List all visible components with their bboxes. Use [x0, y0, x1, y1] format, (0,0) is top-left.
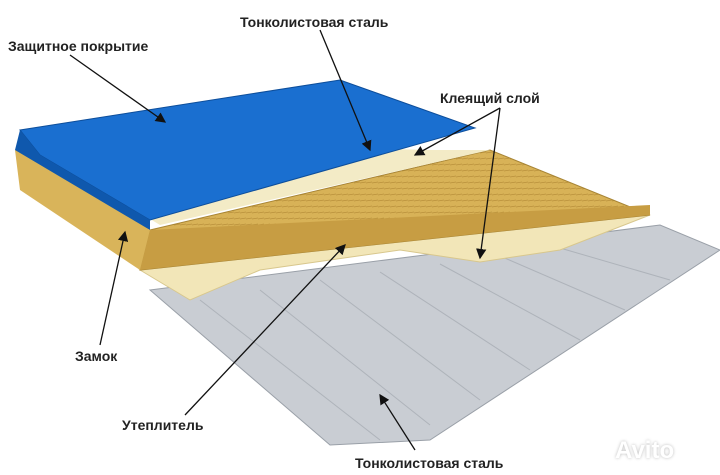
protective-coating [19, 79, 477, 221]
label-insulation: Утеплитель [122, 417, 204, 433]
avito-watermark: Avito [615, 437, 675, 464]
label-thin-steel-top: Тонколистовая сталь [240, 14, 389, 30]
label-adhesive-layer: Клеящий слой [440, 90, 540, 106]
label-protective-coating: Защитное покрытие [8, 38, 149, 54]
adhesive-layer [138, 214, 651, 301]
label-thin-steel-bottom: Тонколистовая сталь [355, 455, 504, 471]
label-lock: Замок [75, 348, 118, 364]
